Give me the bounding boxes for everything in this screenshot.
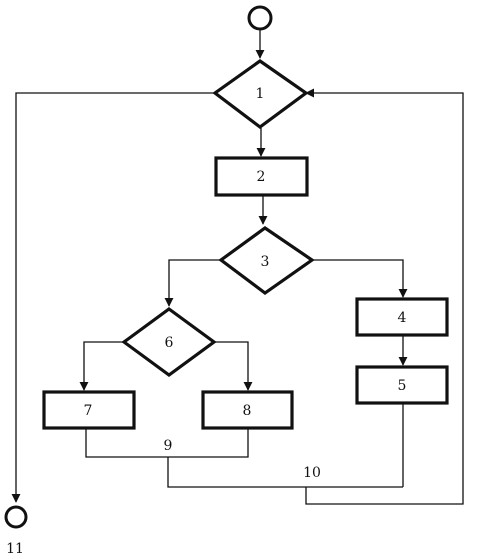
end-node (4, 505, 28, 529)
node-9-label: 9 (164, 438, 173, 454)
start-node (247, 5, 273, 31)
process-node-5 (355, 365, 449, 405)
process-node-2 (214, 156, 309, 197)
node-8-label: 8 (243, 403, 252, 419)
node-11-label: 11 (6, 541, 24, 557)
node-4-label: 4 (398, 310, 407, 326)
flow-edges (11, 30, 464, 505)
process-node-8 (201, 390, 294, 430)
edge-1-to-11 (11, 92, 215, 503)
edge-3-to-6 (164, 259, 220, 307)
node-5-label: 5 (398, 378, 407, 394)
node-2-label: 2 (257, 169, 266, 185)
decision-node-6 (121, 307, 217, 377)
node-3-label: 3 (261, 254, 270, 270)
node-10-label: 10 (303, 465, 321, 481)
decision-node-1 (212, 59, 309, 129)
edge-9-to-10 (167, 457, 403, 488)
edge-6-to-7 (79, 341, 125, 391)
node-7-label: 7 (84, 403, 93, 419)
process-node-4 (355, 297, 449, 337)
node-1-label: 1 (256, 86, 265, 102)
node-6-label: 6 (165, 335, 174, 351)
edge-7-8-merge-9 (85, 428, 249, 458)
edge-10-loop-to-1 (305, 88, 464, 505)
edge-3-to-4 (312, 259, 408, 298)
process-node-7 (42, 390, 136, 430)
decision-node-3 (218, 226, 315, 295)
edge-6-to-8 (213, 341, 253, 391)
